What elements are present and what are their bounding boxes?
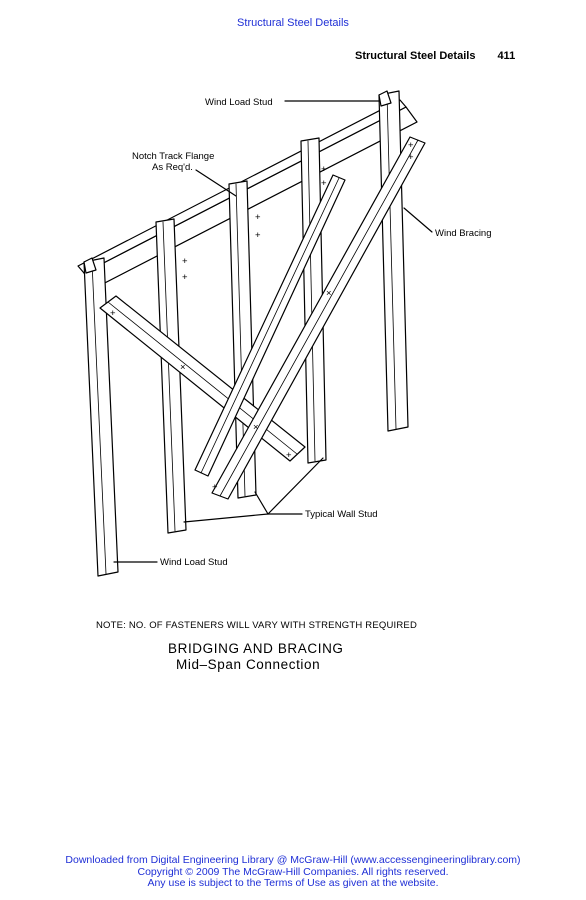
callout-wind-bracing: Wind Bracing xyxy=(435,228,492,239)
running-title: Structural Steel Details xyxy=(355,50,476,62)
figure-note: NOTE: NO. OF FASTENERS WILL VARY WITH ST… xyxy=(96,620,418,631)
svg-text:+: + xyxy=(286,450,292,461)
svg-text:+: + xyxy=(321,164,327,175)
callout-notch-line1: Notch Track Flange xyxy=(132,151,214,162)
footer-line2: Copyright © 2009 The McGraw-Hill Compani… xyxy=(137,865,449,878)
figure-title-line2: Mid–Span Connection xyxy=(176,657,321,672)
svg-text:×: × xyxy=(326,288,332,299)
svg-text:×: × xyxy=(253,422,259,433)
page-number: 411 xyxy=(497,50,516,62)
figure-title-line1: BRIDGING AND BRACING xyxy=(168,641,344,656)
svg-text:+: + xyxy=(182,272,188,283)
footer-notice: Downloaded from Digital Engineering Libr… xyxy=(0,854,586,890)
svg-text:+: + xyxy=(255,212,261,223)
svg-text:+: + xyxy=(212,482,218,493)
callout-wind-load-stud-top: Wind Load Stud xyxy=(205,97,273,108)
svg-text:×: × xyxy=(180,362,186,373)
top-header-link[interactable]: Structural Steel Details xyxy=(237,17,349,29)
svg-text:+: + xyxy=(321,178,327,189)
callout-wind-load-stud-bottom: Wind Load Stud xyxy=(160,557,228,568)
svg-text:+: + xyxy=(408,152,414,163)
svg-text:+: + xyxy=(408,140,414,151)
running-header: Structural Steel Details 411 xyxy=(355,50,515,62)
callout-notch-line2: As Req'd. xyxy=(152,162,193,173)
footer-line1[interactable]: Downloaded from Digital Engineering Libr… xyxy=(65,854,521,866)
svg-text:+: + xyxy=(255,230,261,241)
svg-text:+: + xyxy=(110,308,116,319)
footer-line3: Any use is subject to the Terms of Use a… xyxy=(147,877,439,889)
svg-text:+: + xyxy=(182,256,188,267)
callout-typical-wall-stud: Typical Wall Stud xyxy=(305,509,378,520)
